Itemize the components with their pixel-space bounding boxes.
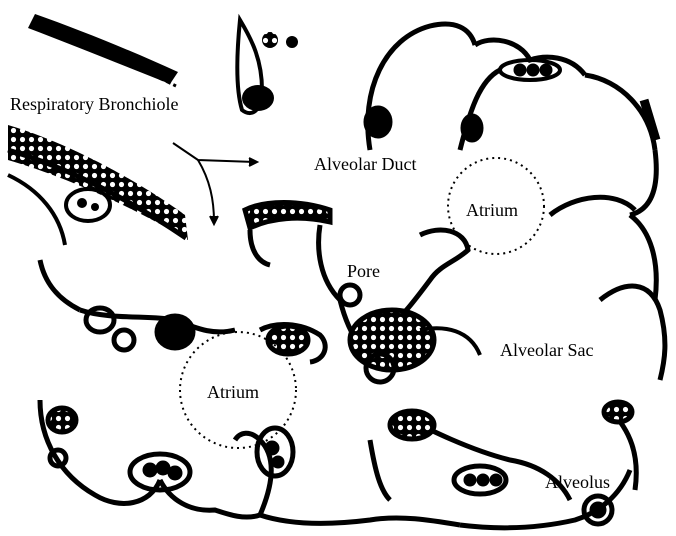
label-atrium-lower: Atrium [207,383,259,401]
label-alveolus: Alveolus [545,473,610,491]
lower-alveolar-wall [40,400,636,528]
bronchiole-wall-lower [8,125,188,245]
septum-top-stub [237,20,298,113]
label-alveolar-duct: Alveolar Duct [314,155,416,173]
bronchiole-wall-top [28,14,178,86]
label-alveolar-sac: Alveolar Sac [500,341,593,359]
label-atrium-upper: Atrium [466,201,518,219]
label-respiratory-bronchiole: Respiratory Bronchiole [10,95,178,113]
left-septum [40,260,325,362]
duct-outer-wall [366,24,656,150]
label-pore: Pore [347,262,380,280]
